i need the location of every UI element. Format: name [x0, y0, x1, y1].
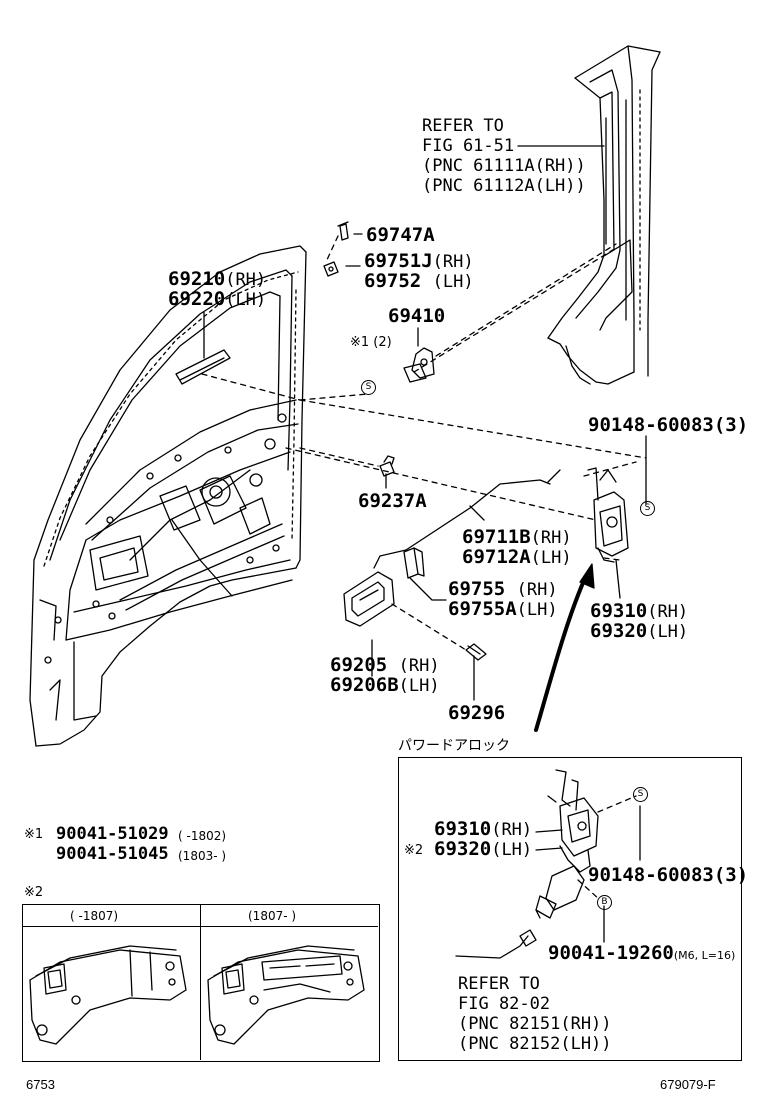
circle-s-marker: S [633, 787, 648, 802]
note2-mark: ※2 [24, 885, 44, 900]
label-69310: 69310(RH) [590, 602, 688, 621]
part-number: 69210 [168, 268, 226, 290]
note1-line1-part: 90041-51029 [56, 824, 169, 844]
footer-left-code: 6753 [26, 1077, 55, 1092]
side-suffix: (LH) [647, 622, 689, 642]
side-suffix: (RH) [491, 820, 533, 840]
pillar-drawing [547, 45, 661, 385]
refer-top-line4: (PNC 61112A(LH)) [422, 176, 586, 196]
part-69296-drawing [465, 643, 487, 661]
side-suffix: (LH) [491, 840, 533, 860]
pl-label-69320: 69320(LH) [434, 840, 532, 859]
note1-marker: ※1 (2) [350, 335, 392, 350]
power-lock-drawing [455, 769, 599, 959]
side-suffix: (RH) [398, 656, 440, 676]
label-69296: 69296 [448, 702, 506, 724]
label-69751j: 69751J(RH) [364, 252, 474, 271]
note1-line1-range: ( -1802) [178, 829, 227, 843]
part-number: 69752 [364, 270, 422, 292]
part-number: 69711B [462, 526, 531, 548]
part-number: 69755 [448, 578, 506, 600]
note2-table-divider [200, 904, 201, 1060]
label-69712a: 69712A(LH) [462, 548, 572, 567]
part-69751j-drawing [323, 261, 339, 277]
side-suffix: (LH) [516, 600, 558, 620]
size-suffix: (M6, L=16) [673, 949, 736, 962]
side-suffix: (LH) [432, 272, 474, 292]
power-lock-title: パワードアロック [398, 738, 510, 754]
pl-refer-line4: (PNC 82152(LH)) [458, 1034, 612, 1054]
note2-col1-header: ( -1807) [70, 909, 119, 923]
refer-top-line1: REFER TO [422, 116, 504, 136]
part-69237a-drawing [379, 455, 395, 477]
label-69205: 69205 (RH) [330, 656, 440, 675]
bracket-old-drawing [29, 945, 187, 1045]
circle-b-marker: B [597, 895, 612, 910]
note1-line2-range: (1803- ) [178, 849, 227, 863]
part-number: 69310 [590, 600, 648, 622]
pl-refer-line2: FIG 82-02 [458, 994, 551, 1014]
part-number: 69712A [462, 546, 531, 568]
label-69237a: 69237A [358, 490, 427, 512]
part-69205-drawing [343, 571, 395, 627]
door-drawing [29, 245, 307, 747]
footer-right-code: 679079-F [660, 1077, 716, 1092]
part-69410-drawing [403, 347, 435, 383]
pl-label-69310: 69310(RH) [434, 820, 532, 839]
pl-refer-line3: (PNC 82151(RH)) [458, 1014, 612, 1034]
side-suffix: (LH) [225, 290, 267, 310]
label-69220: 69220(LH) [168, 290, 266, 309]
part-69755-drawing [403, 547, 425, 579]
note1-mark: ※1 [24, 827, 44, 842]
side-suffix: (RH) [530, 528, 572, 548]
part-number: 69755A [448, 598, 517, 620]
label-69410: 69410 [388, 305, 446, 327]
refer-top-line3: (PNC 61111A(RH)) [422, 156, 586, 176]
part-number: 69320 [590, 620, 648, 642]
power-lock-box [398, 757, 742, 1061]
note1-line2-part: 90041-51045 [56, 844, 169, 864]
bracket-new-drawing [207, 945, 365, 1045]
label-69206b: 69206B(LH) [330, 676, 440, 695]
side-suffix: (RH) [647, 602, 689, 622]
part-69711b-drawing [373, 469, 561, 569]
note2-col2-header: (1807- ) [248, 909, 297, 923]
part-number: 69310 [434, 818, 492, 840]
part-number: 69206B [330, 674, 399, 696]
side-suffix: (RH) [516, 580, 558, 600]
note2-table [22, 904, 380, 1062]
label-69747a: 69747A [366, 224, 435, 246]
part-69310-drawing [587, 467, 629, 563]
pl-note2-marker: ※2 [404, 843, 424, 858]
part-number: 69220 [168, 288, 226, 310]
pl-refer-line1: REFER TO [458, 974, 540, 994]
circle-s-marker: S [640, 501, 655, 516]
side-suffix: (RH) [432, 252, 474, 272]
part-number: 69751J [364, 250, 433, 272]
side-suffix: (LH) [530, 548, 572, 568]
label-69320: 69320(LH) [590, 622, 688, 641]
label-69711b: 69711B(RH) [462, 528, 572, 547]
part-number: 69205 [330, 654, 388, 676]
refer-top-line2: FIG 61-51 [422, 136, 515, 156]
part-number: 90041-19260 [548, 942, 674, 964]
side-suffix: (RH) [225, 270, 267, 290]
part-number: 69320 [434, 838, 492, 860]
pl-label-90148: 90148-60083(3) [588, 864, 749, 886]
side-suffix: (LH) [398, 676, 440, 696]
label-69210: 69210(RH) [168, 270, 266, 289]
circle-s-marker: S [361, 380, 376, 395]
pl-label-90041: 90041-19260(M6, L=16) [548, 944, 735, 963]
label-69752: 69752 (LH) [364, 272, 474, 291]
label-69755a: 69755A(LH) [448, 600, 558, 619]
label-69755: 69755 (RH) [448, 580, 558, 599]
part-69747a-drawing [337, 221, 349, 241]
label-90148-top: 90148-60083(3) [588, 414, 749, 436]
